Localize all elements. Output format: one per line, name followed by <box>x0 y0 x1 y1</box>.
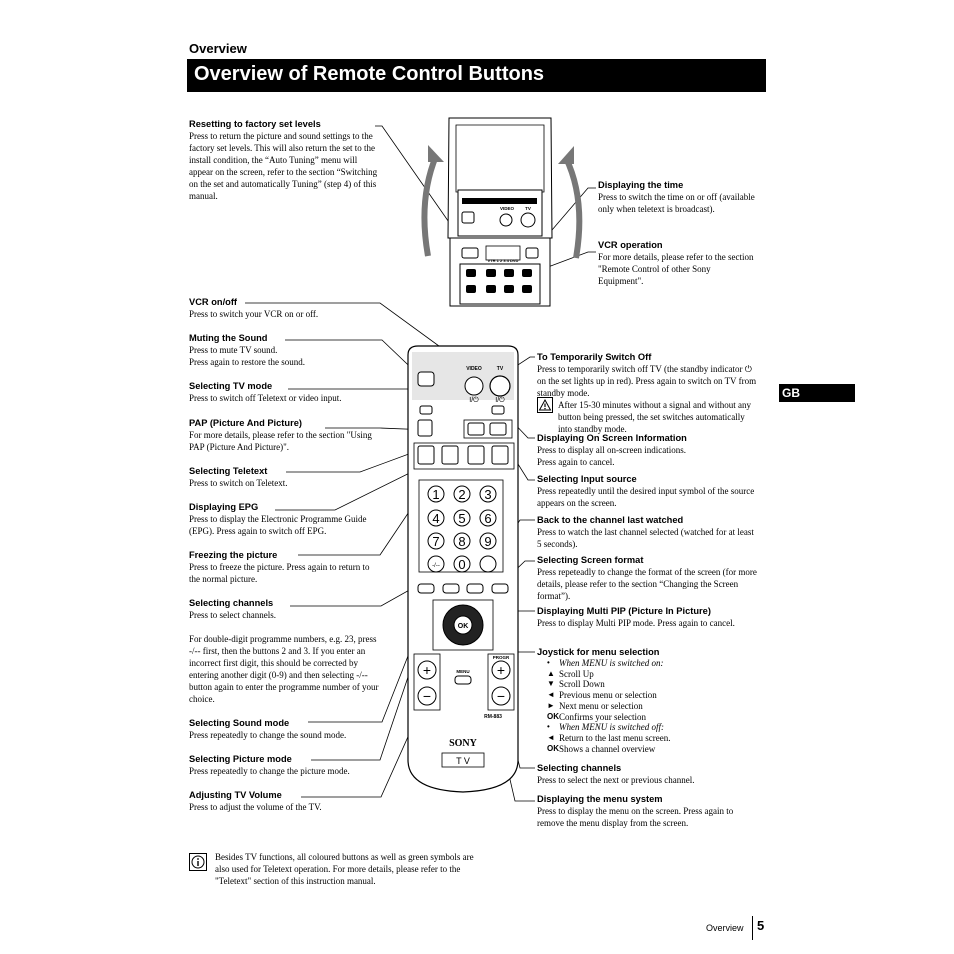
numeric-keypad: 1 2 3 4 5 6 7 8 9 -/-- 0 <box>427 485 497 573</box>
svg-text:OK: OK <box>458 623 469 630</box>
digit-3-button[interactable] <box>479 485 497 503</box>
svg-text:3: 3 <box>484 487 491 502</box>
program-down-button[interactable] <box>491 686 511 706</box>
footer-label: Overview <box>706 923 744 933</box>
digit-9-button[interactable] <box>479 532 497 550</box>
sound-mode-button[interactable] <box>417 583 435 594</box>
footer-divider <box>752 916 753 940</box>
double-digit-button[interactable] <box>427 555 445 573</box>
remote-top-detail: VIDEO TV VTR 1 2 3 4 DVD <box>421 117 583 307</box>
svg-text:4: 4 <box>432 511 439 526</box>
screen-format-button[interactable] <box>491 583 509 594</box>
language-tab: GB <box>779 384 855 402</box>
svg-text:2: 2 <box>458 487 465 502</box>
teletext-note: Besides TV functions, all coloured butto… <box>215 852 474 886</box>
svg-text:PROGR: PROGR <box>493 655 510 660</box>
vcr-power-button[interactable] <box>464 376 484 396</box>
digit-1-button[interactable] <box>427 485 445 503</box>
section-label: Overview <box>189 41 247 56</box>
svg-text:SONY: SONY <box>449 738 478 749</box>
volume-down-button[interactable] <box>417 686 437 706</box>
svg-text:6: 6 <box>484 511 491 526</box>
svg-text:VIDEO: VIDEO <box>500 206 515 211</box>
digit-4-button[interactable] <box>427 509 445 527</box>
pap-button[interactable] <box>417 419 433 437</box>
svg-text:VIDEO: VIDEO <box>466 366 482 372</box>
svg-text:9: 9 <box>484 534 491 549</box>
teletext-button[interactable] <box>417 445 435 465</box>
freeze-button[interactable] <box>467 445 485 465</box>
page-number: 5 <box>757 918 765 933</box>
info-icon <box>189 853 207 871</box>
block-pap: PAP (Picture And Picture)For more detail… <box>189 418 372 452</box>
svg-text:−: − <box>497 688 505 704</box>
remote-body: VIDEO TV I/⏻ I/⏻ 1 2 3 4 5 6 7 8 9 -/-- … <box>407 345 519 793</box>
osd-button[interactable] <box>489 422 507 436</box>
epg-button[interactable] <box>441 445 459 465</box>
input-source-button[interactable] <box>491 445 509 465</box>
time-button[interactable] <box>491 405 505 415</box>
svg-text:T V: T V <box>456 756 470 766</box>
svg-text:+: + <box>423 662 431 678</box>
tv-standby-button[interactable] <box>489 375 511 397</box>
multi-pip-button[interactable] <box>466 583 484 594</box>
svg-text:5: 5 <box>458 511 465 526</box>
svg-text:MENU: MENU <box>456 669 469 674</box>
svg-text:1: 1 <box>432 487 439 502</box>
input-button[interactable] <box>467 422 485 436</box>
svg-text:I/⏻: I/⏻ <box>495 396 505 404</box>
svg-text:-/--: -/-- <box>432 563 440 569</box>
block-multi-pip: Displaying Multi PIP (Picture In Picture… <box>537 606 735 628</box>
svg-text:0: 0 <box>458 557 465 572</box>
menu-button[interactable] <box>454 675 472 685</box>
picture-mode-button[interactable] <box>442 583 460 594</box>
svg-text:VTR 1 2 3 4 DVD: VTR 1 2 3 4 DVD <box>488 258 519 263</box>
page-title: Overview of Remote Control Buttons <box>194 63 545 85</box>
svg-text:TV: TV <box>525 206 531 211</box>
digit-7-button[interactable] <box>427 532 445 550</box>
svg-text:8: 8 <box>458 534 465 549</box>
last-channel-button[interactable] <box>479 555 497 573</box>
svg-text:+: + <box>497 662 505 678</box>
svg-text:7: 7 <box>432 534 439 549</box>
title-bar <box>187 59 766 92</box>
svg-text:−: − <box>423 688 431 704</box>
block-joystick: Joystick for menu selection •When MENU i… <box>537 646 759 754</box>
mute-button[interactable] <box>417 371 435 387</box>
volume-up-button[interactable] <box>417 660 437 680</box>
tv-mode-button[interactable] <box>419 405 433 415</box>
program-up-button[interactable] <box>491 660 511 680</box>
digit-5-button[interactable] <box>453 509 471 527</box>
svg-text:TV: TV <box>497 366 504 372</box>
joystick-list: •When MENU is switched on: ▲Scroll Up ▼S… <box>547 658 671 754</box>
warning-icon <box>537 397 553 413</box>
digit-8-button[interactable] <box>453 532 471 550</box>
svg-text:RM-883: RM-883 <box>484 714 502 720</box>
digit-6-button[interactable] <box>479 509 497 527</box>
digit-0-button[interactable] <box>453 555 471 573</box>
digit-2-button[interactable] <box>453 485 471 503</box>
svg-text:I/⏻: I/⏻ <box>469 396 479 404</box>
